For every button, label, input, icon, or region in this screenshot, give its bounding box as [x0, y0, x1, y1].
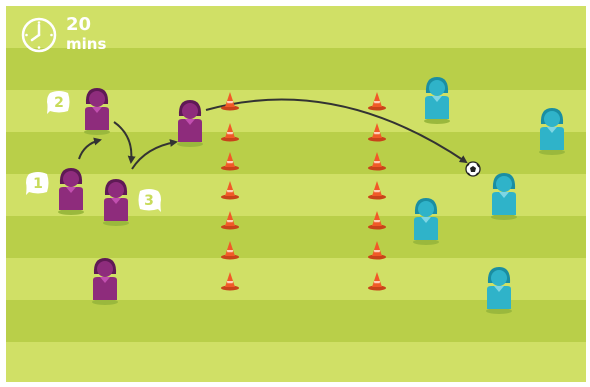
drill-diagram: 2 1 3 [26, 77, 565, 314]
pitch-stripe [6, 132, 586, 174]
step-badge-1: 1 [26, 172, 49, 195]
training-pitch: 20 mins [6, 6, 586, 382]
attacker-player-1 [59, 168, 83, 210]
defender-player [492, 173, 516, 215]
attacker-player-receiver [178, 100, 202, 142]
pitch-stripe [6, 48, 586, 90]
player-shadows [58, 118, 565, 314]
cone [368, 152, 386, 171]
pitch-stripe [6, 216, 586, 258]
arrow-pass-1 [78, 137, 102, 160]
step-badge-3: 3 [138, 189, 161, 212]
defender-player [540, 108, 564, 150]
step-label-3: 3 [144, 193, 154, 209]
cone [368, 272, 386, 291]
attacker-player-2 [85, 88, 109, 130]
pitch-stripe [6, 6, 586, 48]
pitch-stripe [6, 342, 586, 382]
attacker-player-3 [104, 179, 128, 221]
session-timer: 20 mins [20, 16, 130, 56]
clock-icon [21, 17, 57, 53]
cone [221, 123, 239, 142]
arrow-long-pass [205, 98, 468, 164]
cone [368, 92, 386, 111]
cone [368, 241, 386, 260]
cone [368, 211, 386, 230]
cone [368, 123, 386, 142]
cone [221, 152, 239, 171]
cone [221, 241, 239, 260]
cone [221, 211, 239, 230]
cone-line-left [221, 92, 239, 291]
defender-player [425, 77, 449, 119]
defender-player [414, 198, 438, 240]
cone [221, 272, 239, 291]
attacking-team [59, 88, 202, 300]
arrow-run-2 [113, 121, 136, 164]
defending-team [414, 77, 564, 309]
cone-line-right [368, 92, 386, 291]
step-badge-2: 2 [47, 91, 70, 114]
step-label-2: 2 [54, 95, 64, 111]
pitch-stripe [6, 174, 586, 216]
attacker-player-waiting [93, 258, 117, 300]
arrow-pass-3 [131, 139, 178, 170]
timer-value: 20 [66, 14, 92, 35]
movement-arrows [78, 98, 468, 170]
cone [368, 181, 386, 200]
ball-icon [465, 161, 481, 177]
defender-player [487, 267, 511, 309]
step-label-1: 1 [33, 176, 43, 192]
cone [221, 92, 239, 111]
timer-unit: mins [66, 35, 107, 53]
cone [221, 181, 239, 200]
